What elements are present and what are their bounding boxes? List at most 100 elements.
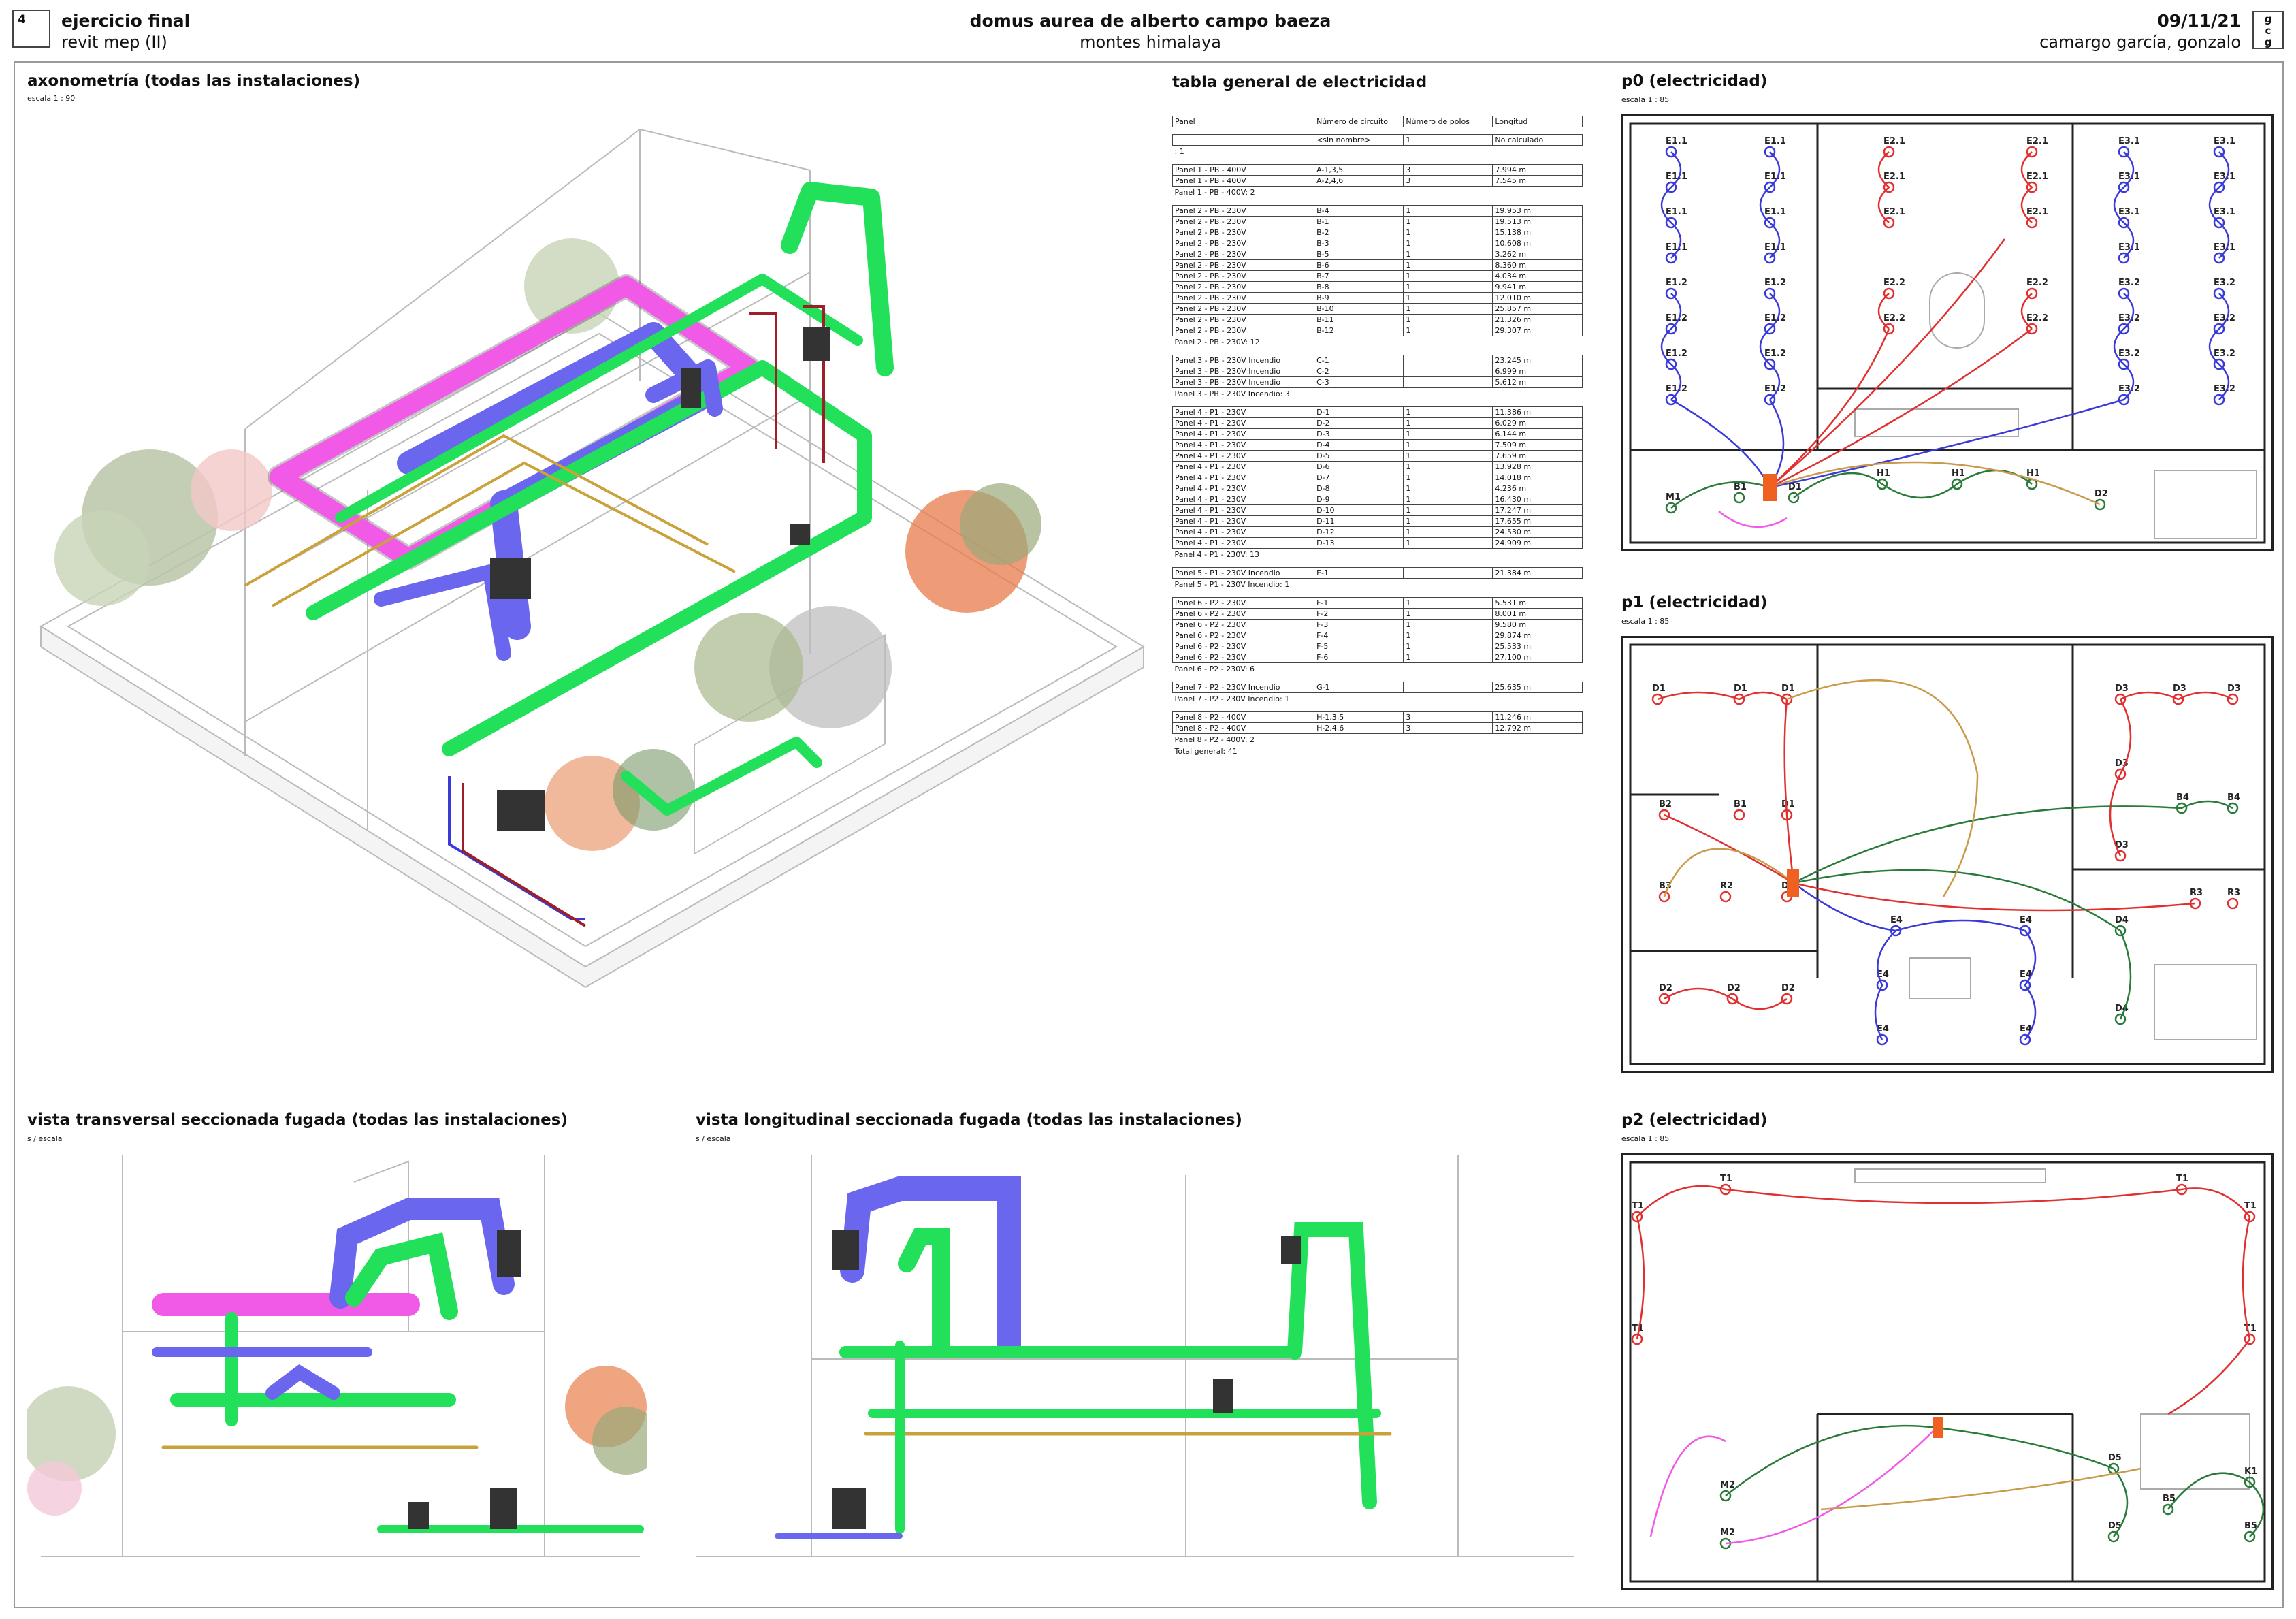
table-cell: 1 — [1403, 281, 1493, 293]
p0-light-fixture — [2026, 323, 2038, 335]
p0-light-fixture-label: E3.2 — [2118, 278, 2140, 288]
p0-home-run-wire — [1769, 398, 2124, 489]
sheet-date: 09/11/21 — [2157, 11, 2241, 31]
p0-light-fixture — [2118, 217, 2130, 229]
p0-fixture-label: M1 — [1666, 492, 1681, 502]
p0-light-fixture — [2026, 287, 2038, 300]
table-spacer — [1173, 157, 1583, 165]
p0-light-fixture — [1665, 358, 1677, 370]
p1-light-fixture-label: D1 — [1781, 684, 1795, 694]
table-cell: 17.655 m — [1492, 515, 1583, 527]
p0-light-fixture-label: E3.2 — [2118, 384, 2140, 394]
p1-light-fixture-label: R3 — [2190, 888, 2203, 898]
table-cell: Panel 4 - P1 - 230V — [1171, 439, 1315, 451]
p0-title: p0 (electricidad) — [1621, 72, 1768, 90]
table-cell: D-3 — [1314, 428, 1404, 440]
table-cell — [1173, 198, 1583, 206]
p1-light-fixture — [1651, 693, 1664, 705]
p0-light-fixture — [1883, 217, 1895, 229]
p0-fixture — [1876, 478, 1888, 490]
p1-light-fixture — [2114, 768, 2127, 780]
p1-light-fixture — [1733, 693, 1745, 705]
table-cell: Panel 1 - PB - 400V — [1171, 164, 1315, 176]
table-cell: 1 — [1403, 325, 1493, 336]
p0-light-fixture-label: E3.1 — [2118, 136, 2140, 146]
table-cell: D-13 — [1314, 537, 1404, 549]
badge-letter: g — [2264, 13, 2272, 25]
table-cell: 12.010 m — [1492, 292, 1583, 304]
p0-light-fixture — [2118, 358, 2130, 370]
table-cell: 16.430 m — [1492, 494, 1583, 505]
p0-circuit-wire — [2020, 151, 2033, 223]
p0-light-fixture-label: E3.1 — [2118, 172, 2140, 182]
table-cell: 8.001 m — [1492, 608, 1583, 620]
badge-letter: c — [2265, 25, 2271, 37]
table-cell: Panel 7 - P2 - 230V Incendio — [1171, 682, 1315, 693]
table-cell: Número de circuito — [1314, 116, 1404, 127]
table-group-summary: Panel 1 - PB - 400V: 2 — [1173, 187, 1583, 199]
table-cell: 1 — [1403, 526, 1493, 538]
table-cell: Panel 4 - P1 - 230V — [1171, 494, 1315, 505]
p2-circuit-wire — [1636, 1185, 2251, 1415]
table-cell: 12.792 m — [1492, 722, 1583, 734]
p1-light-fixture-label: D3 — [2173, 684, 2186, 694]
p0-light-fixture — [2118, 287, 2130, 300]
longitudinal-section-drawing — [696, 1155, 1574, 1557]
p0-circuit-wire — [2208, 151, 2230, 259]
p0-light-fixture — [1665, 287, 1677, 300]
p2-fixture — [2244, 1476, 2256, 1488]
p1-fixture-label: E4 — [2020, 1024, 2032, 1034]
table-cell: D-12 — [1314, 526, 1404, 538]
table-cell: 7.545 m — [1492, 175, 1583, 187]
p1-light-fixture-label: B2 — [1659, 799, 1672, 810]
table-cell: 1 — [1403, 249, 1493, 260]
table-cell: 1 — [1403, 472, 1493, 483]
table-cell: D-9 — [1314, 494, 1404, 505]
p0-light-fixture-label: E1.2 — [1764, 278, 1786, 288]
table-cell: 25.533 m — [1492, 641, 1583, 652]
table-cell: 10.608 m — [1492, 238, 1583, 249]
p1-light-fixture-label: D3 — [2227, 684, 2241, 694]
p0-fixture-label: D2 — [2095, 489, 2108, 499]
table-cell: 11.246 m — [1492, 711, 1583, 723]
table-cell: 1 — [1403, 428, 1493, 440]
table-cell: C-3 — [1314, 376, 1404, 388]
table-spacer — [1173, 127, 1583, 135]
p1-fixture-label: D4 — [2115, 915, 2129, 925]
p0-light-fixture-label: E3.2 — [2214, 313, 2235, 323]
table-cell — [1173, 157, 1583, 165]
table-cell: 3 — [1403, 175, 1493, 187]
table-spacer — [1173, 400, 1583, 407]
table-cell: B-6 — [1314, 259, 1404, 271]
p0-light-fixture — [1665, 323, 1677, 335]
table-cell — [1173, 400, 1583, 407]
p1-fixture-label: E4 — [1877, 1024, 1889, 1034]
table-cell: F-1 — [1314, 597, 1404, 609]
p0-light-fixture-label: E3.1 — [2214, 172, 2235, 182]
table-cell: Panel 4 - P1 - 230V — [1171, 504, 1315, 516]
p2-scale: escala 1 : 85 — [1621, 1134, 1670, 1143]
p2-light-fixture-label: T1 — [2244, 1201, 2257, 1211]
p2-circuit-wire — [1725, 1427, 1937, 1545]
p1-light-fixture — [2114, 693, 2127, 705]
p0-circuit-wire — [1769, 461, 2101, 506]
p0-light-fixture — [2118, 146, 2130, 158]
table-cell: 14.018 m — [1492, 472, 1583, 483]
p2-circuit-wire — [1725, 1424, 1937, 1496]
table-cell: Número de polos — [1403, 116, 1493, 127]
table-cell: Panel 4 - P1 - 230V — [1171, 450, 1315, 462]
table-cell: 1 — [1403, 483, 1493, 494]
table-cell: Panel 4 - P1 - 230V — [1171, 406, 1315, 418]
table-cell: 5.612 m — [1492, 376, 1583, 388]
table-cell: 1 — [1403, 270, 1493, 282]
